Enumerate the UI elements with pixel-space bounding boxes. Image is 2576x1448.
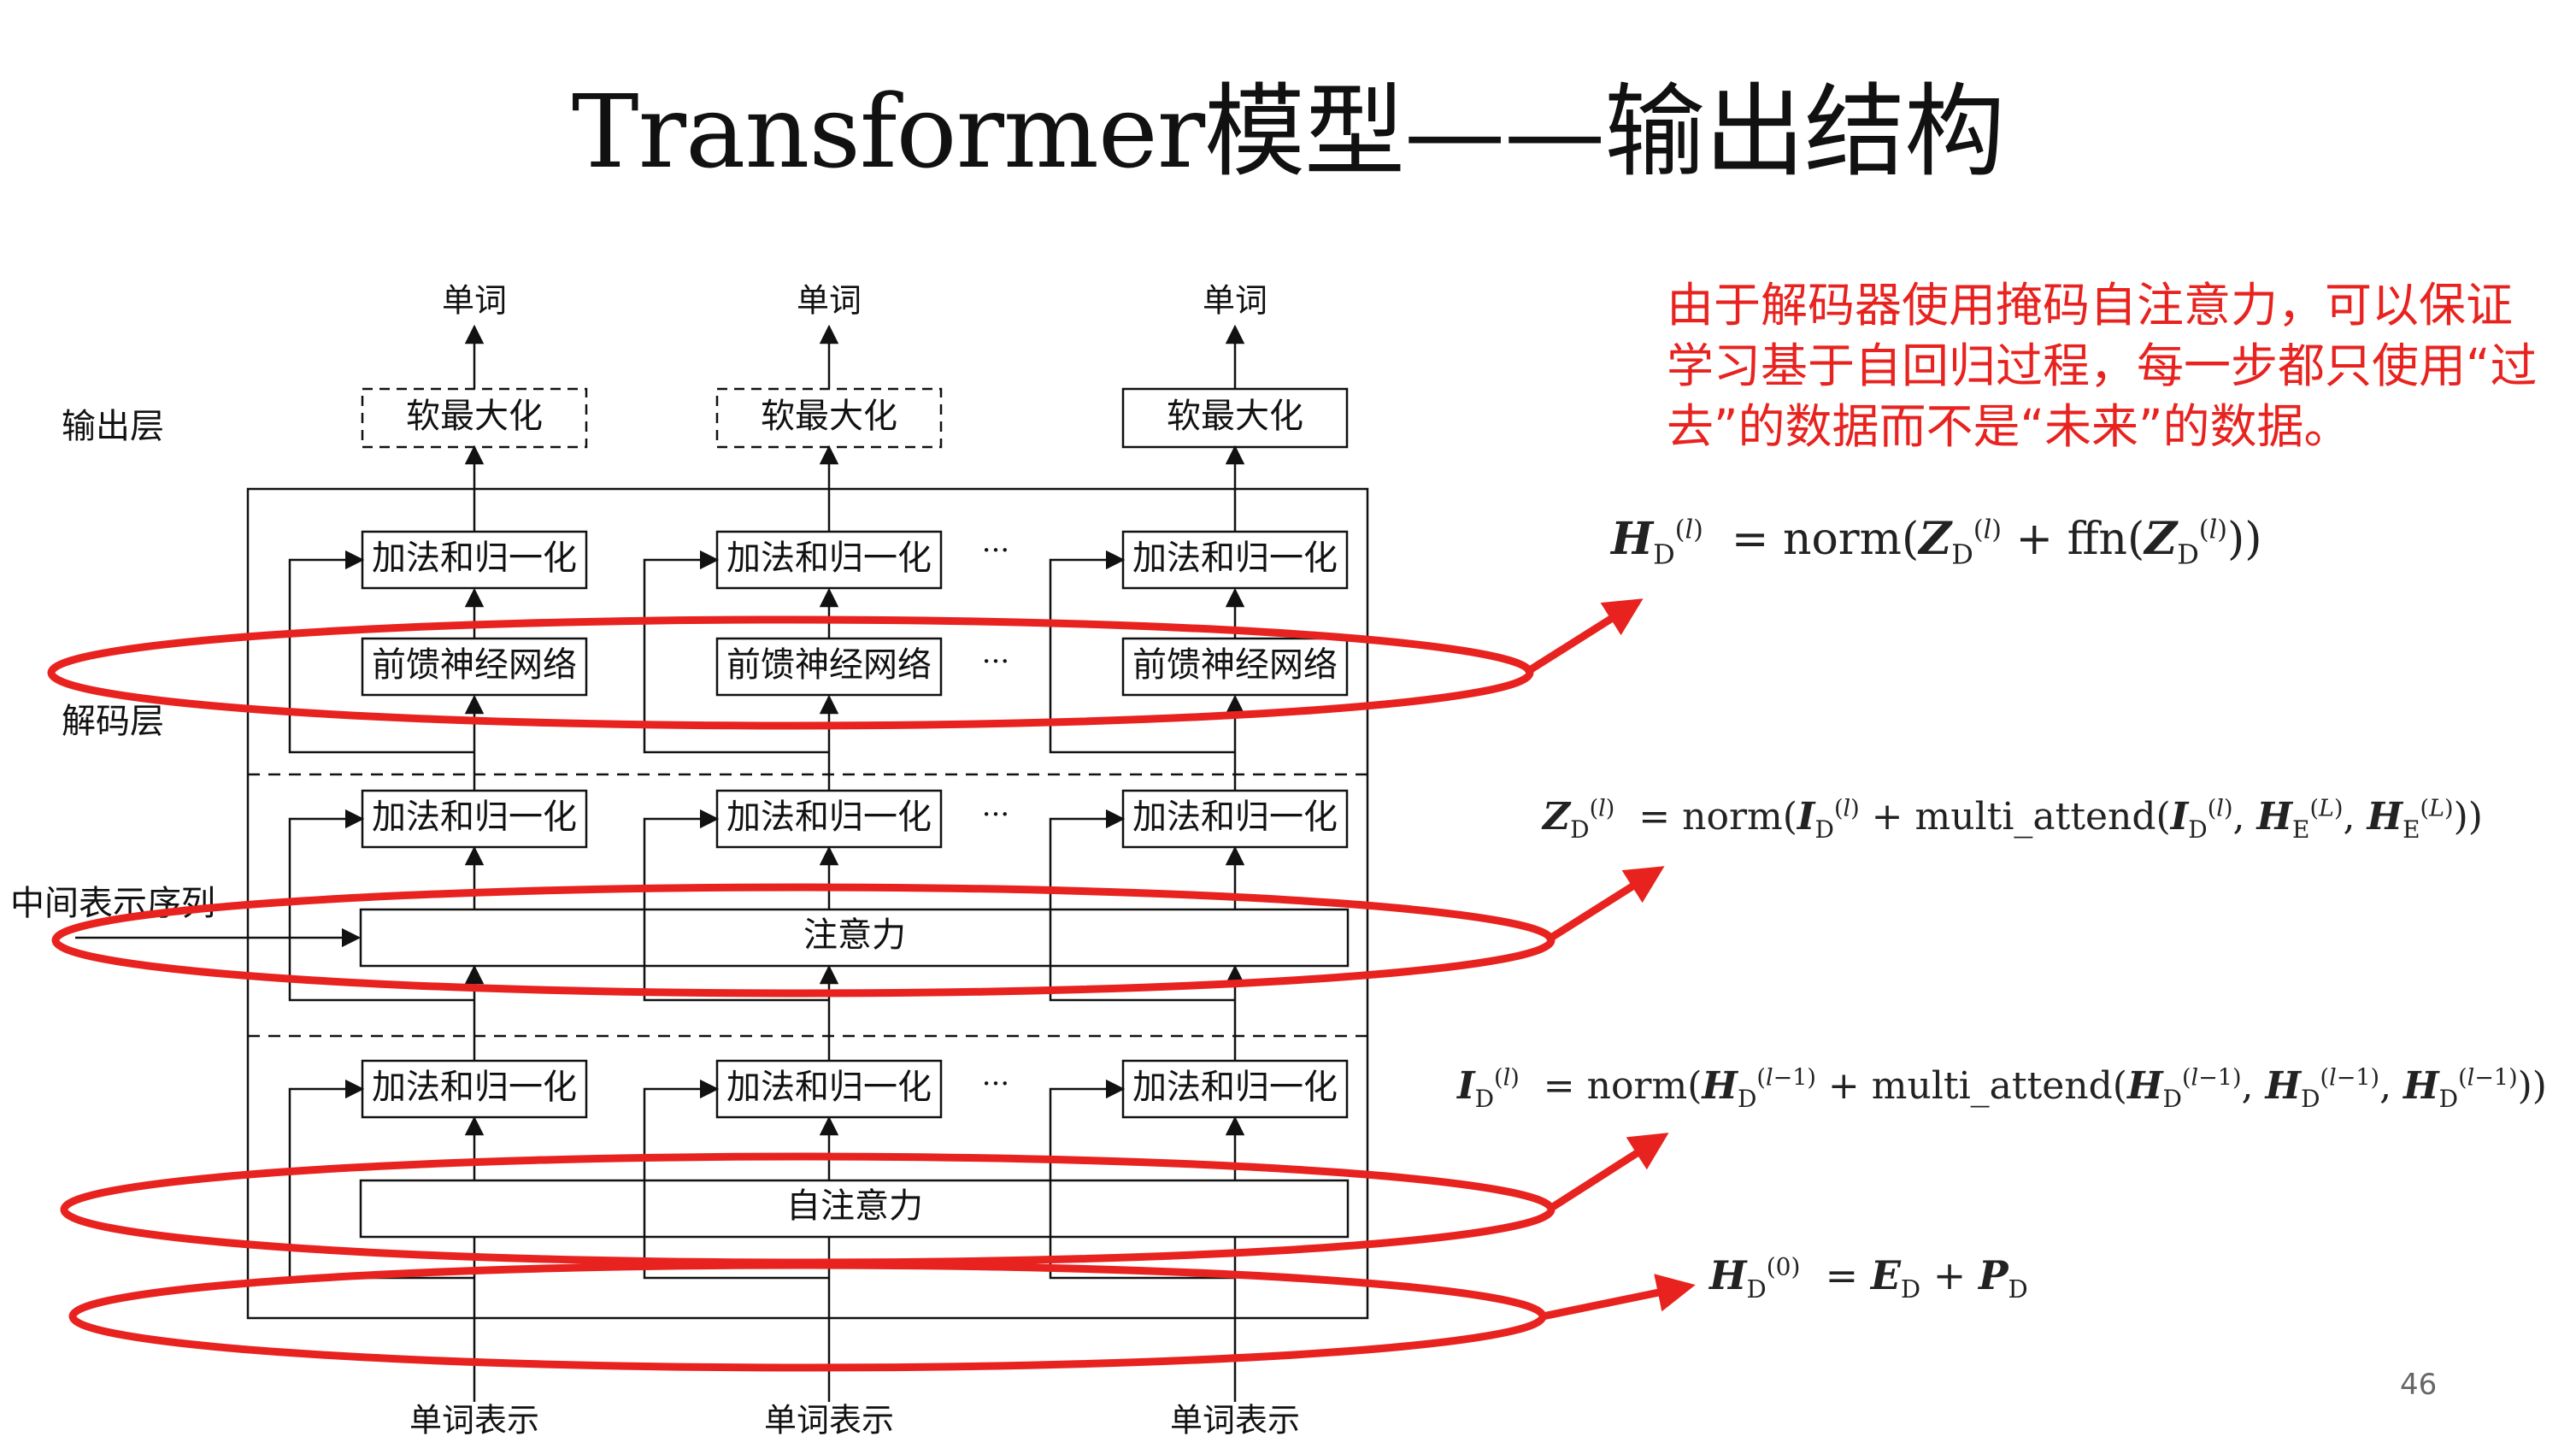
add-norm-label: 加法和归一化 — [372, 1068, 577, 1107]
highlight-arrow — [1542, 1274, 1696, 1321]
word-representation-label: 单词表示 — [764, 1402, 894, 1439]
residual-connection — [643, 809, 829, 1002]
highlight-arrow — [1546, 1133, 1669, 1213]
ffn-box — [1121, 637, 1349, 697]
add-norm-label: 加法和归一化 — [372, 798, 577, 837]
decoder-layer-label: 解码层 — [62, 702, 164, 741]
word-representation-label: 单词表示 — [409, 1402, 539, 1439]
ellipsis: ··· — [982, 533, 1009, 568]
softmax-label: 软最大化 — [1167, 397, 1303, 436]
equation-i-d: ID(l) = norm(HD(l−1) + multi_attend(HD(l… — [1457, 1064, 2547, 1113]
highlight-arrow — [1523, 598, 1644, 676]
softmax-label: 软最大化 — [761, 397, 897, 436]
add-norm-box — [1121, 789, 1349, 849]
softmax-box — [715, 387, 943, 449]
add-norm-box — [715, 530, 943, 590]
residual-connection — [288, 550, 474, 754]
attention-label: 注意力 — [803, 915, 906, 955]
word-representation-label: 单词表示 — [1170, 1402, 1300, 1439]
add-norm-label: 加法和归一化 — [1132, 798, 1338, 837]
softmax-box — [1121, 387, 1349, 449]
add-norm-label: 加法和归一化 — [726, 539, 932, 578]
residual-connection — [1049, 809, 1235, 1002]
output-word-label: 单词 — [797, 282, 862, 320]
residual-connection — [643, 550, 829, 754]
highlight-arrow — [1544, 866, 1665, 944]
slide-title: Transformer模型——输出结构 — [571, 73, 2005, 191]
output-word-label: 单词 — [442, 282, 507, 320]
ellipsis: ··· — [982, 645, 1009, 679]
add-norm-box — [715, 1059, 943, 1119]
softmax-label: 软最大化 — [406, 397, 543, 436]
residual-connection — [288, 809, 474, 1002]
add-norm-box — [1121, 530, 1349, 590]
ffn-label: 前馈神经网络 — [372, 645, 577, 685]
output-word-label: 单词 — [1203, 282, 1267, 320]
add-norm-label: 加法和归一化 — [726, 798, 932, 837]
ellipsis: ··· — [982, 798, 1009, 832]
equation-h0: HD(0) = ED + PD — [1709, 1252, 2028, 1304]
self-attention-box — [359, 1179, 1350, 1239]
self-attention-label: 自注意力 — [786, 1186, 923, 1226]
attention-box — [359, 908, 1350, 968]
output-layer-label: 输出层 — [62, 407, 164, 446]
ellipsis: ··· — [982, 1067, 1009, 1101]
highlight-ellipse-embedding — [68, 1261, 1547, 1372]
add-norm-box — [361, 530, 588, 590]
ffn-label: 前馈神经网络 — [1132, 645, 1338, 685]
page-number: 46 — [2400, 1368, 2438, 1402]
add-norm-label: 加法和归一化 — [1132, 1068, 1338, 1107]
residual-connection — [1049, 1079, 1235, 1280]
residual-connection — [643, 1079, 829, 1280]
equation-h-d: HD(l) = norm(ZD(l) + ffn(ZD(l))) — [1611, 513, 2262, 571]
red-note: 由于解码器使用掩码自注意力，可以保证学习基于自回归过程，每一步都只使用“过去”的… — [1667, 278, 2538, 454]
residual-connection — [1049, 550, 1235, 754]
add-norm-label: 加法和归一化 — [1132, 539, 1338, 578]
equation-z-d: ZD(l) = norm(ID(l) + multi_attend(ID(l),… — [1543, 795, 2483, 844]
add-norm-label: 加法和归一化 — [372, 539, 577, 578]
ffn-label: 前馈神经网络 — [726, 645, 932, 685]
add-norm-label: 加法和归一化 — [726, 1068, 932, 1107]
